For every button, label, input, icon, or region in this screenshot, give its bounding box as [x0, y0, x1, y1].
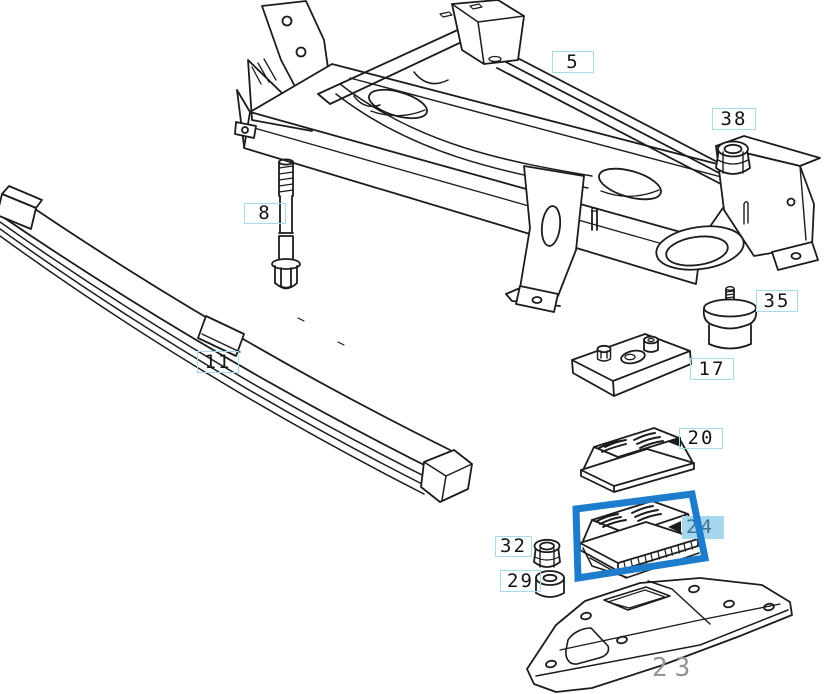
callout-8[interactable]: 8	[244, 203, 286, 224]
callout-24-selected[interactable]: 24	[682, 516, 724, 539]
crossmember-drawing[interactable]	[234, 0, 821, 313]
page-number: 23	[652, 653, 698, 683]
mounting-bolt-drawing[interactable]	[271, 158, 301, 290]
callout-38[interactable]: 38	[712, 108, 756, 130]
lock-nut-32-drawing[interactable]	[533, 538, 561, 568]
spacer-sleeve-29-drawing[interactable]	[535, 570, 565, 598]
rubber-buffer-35-drawing[interactable]	[702, 286, 758, 350]
leaf-spring-drawing[interactable]	[0, 185, 473, 503]
callout-20[interactable]: 20	[679, 428, 723, 449]
spacer-plate-17-drawing[interactable]	[571, 333, 692, 397]
callout-29[interactable]: 29	[500, 570, 541, 592]
callout-32[interactable]: 32	[495, 536, 532, 557]
callout-5[interactable]: 5	[552, 51, 594, 73]
callout-17[interactable]: 17	[690, 358, 734, 380]
lower-spring-pad-24-drawing[interactable]	[579, 500, 700, 579]
callout-arrow-20	[668, 437, 681, 447]
upper-spring-pad-20-drawing[interactable]	[580, 427, 695, 493]
callout-11[interactable]: 11	[197, 351, 239, 373]
hex-nut-38-drawing[interactable]	[715, 140, 751, 175]
callout-35[interactable]: 35	[756, 290, 798, 312]
support-bracket-drawing[interactable]	[526, 577, 793, 693]
